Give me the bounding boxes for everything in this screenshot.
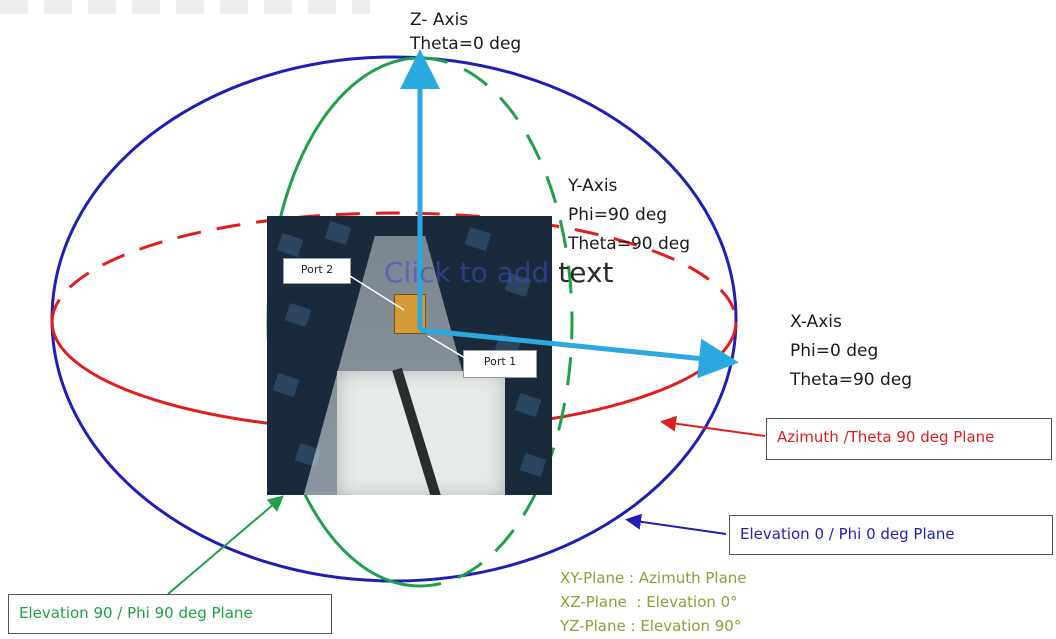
- y-axis-label: Y-Axis Phi=90 deg Theta=90 deg: [568, 176, 691, 254]
- plane-legend: XY-Plane : Azimuth Plane XZ-Plane : Elev…: [560, 566, 747, 638]
- port1-callout: Port 1: [463, 350, 537, 378]
- x-axis-label: X-Axis Phi=0 deg Theta=90 deg: [790, 312, 913, 390]
- elevation90-plane-back: [419, 56, 574, 588]
- elevation90-plane-box: Elevation 90 / Phi 90 deg Plane: [8, 594, 332, 634]
- port2-callout: Port 2: [283, 258, 351, 284]
- legend-xy: XY-Plane : Azimuth Plane: [560, 569, 747, 587]
- overlay-placeholder-text: Click to add text: [384, 256, 614, 289]
- z-axis-label: Z- Axis Theta=0 deg: [410, 10, 522, 54]
- azimuth-plane-back: [50, 211, 738, 323]
- antenna-under-test: [394, 294, 426, 334]
- legend-yz: YZ-Plane : Elevation 90°: [560, 617, 742, 635]
- scan-artifact: [0, 0, 370, 14]
- elevation0-plane-box: Elevation 0 / Phi 0 deg Plane: [729, 515, 1053, 555]
- azimuth-plane-box: Azimuth /Theta 90 deg Plane: [766, 418, 1052, 460]
- legend-xz: XZ-Plane : Elevation 0°: [560, 593, 738, 611]
